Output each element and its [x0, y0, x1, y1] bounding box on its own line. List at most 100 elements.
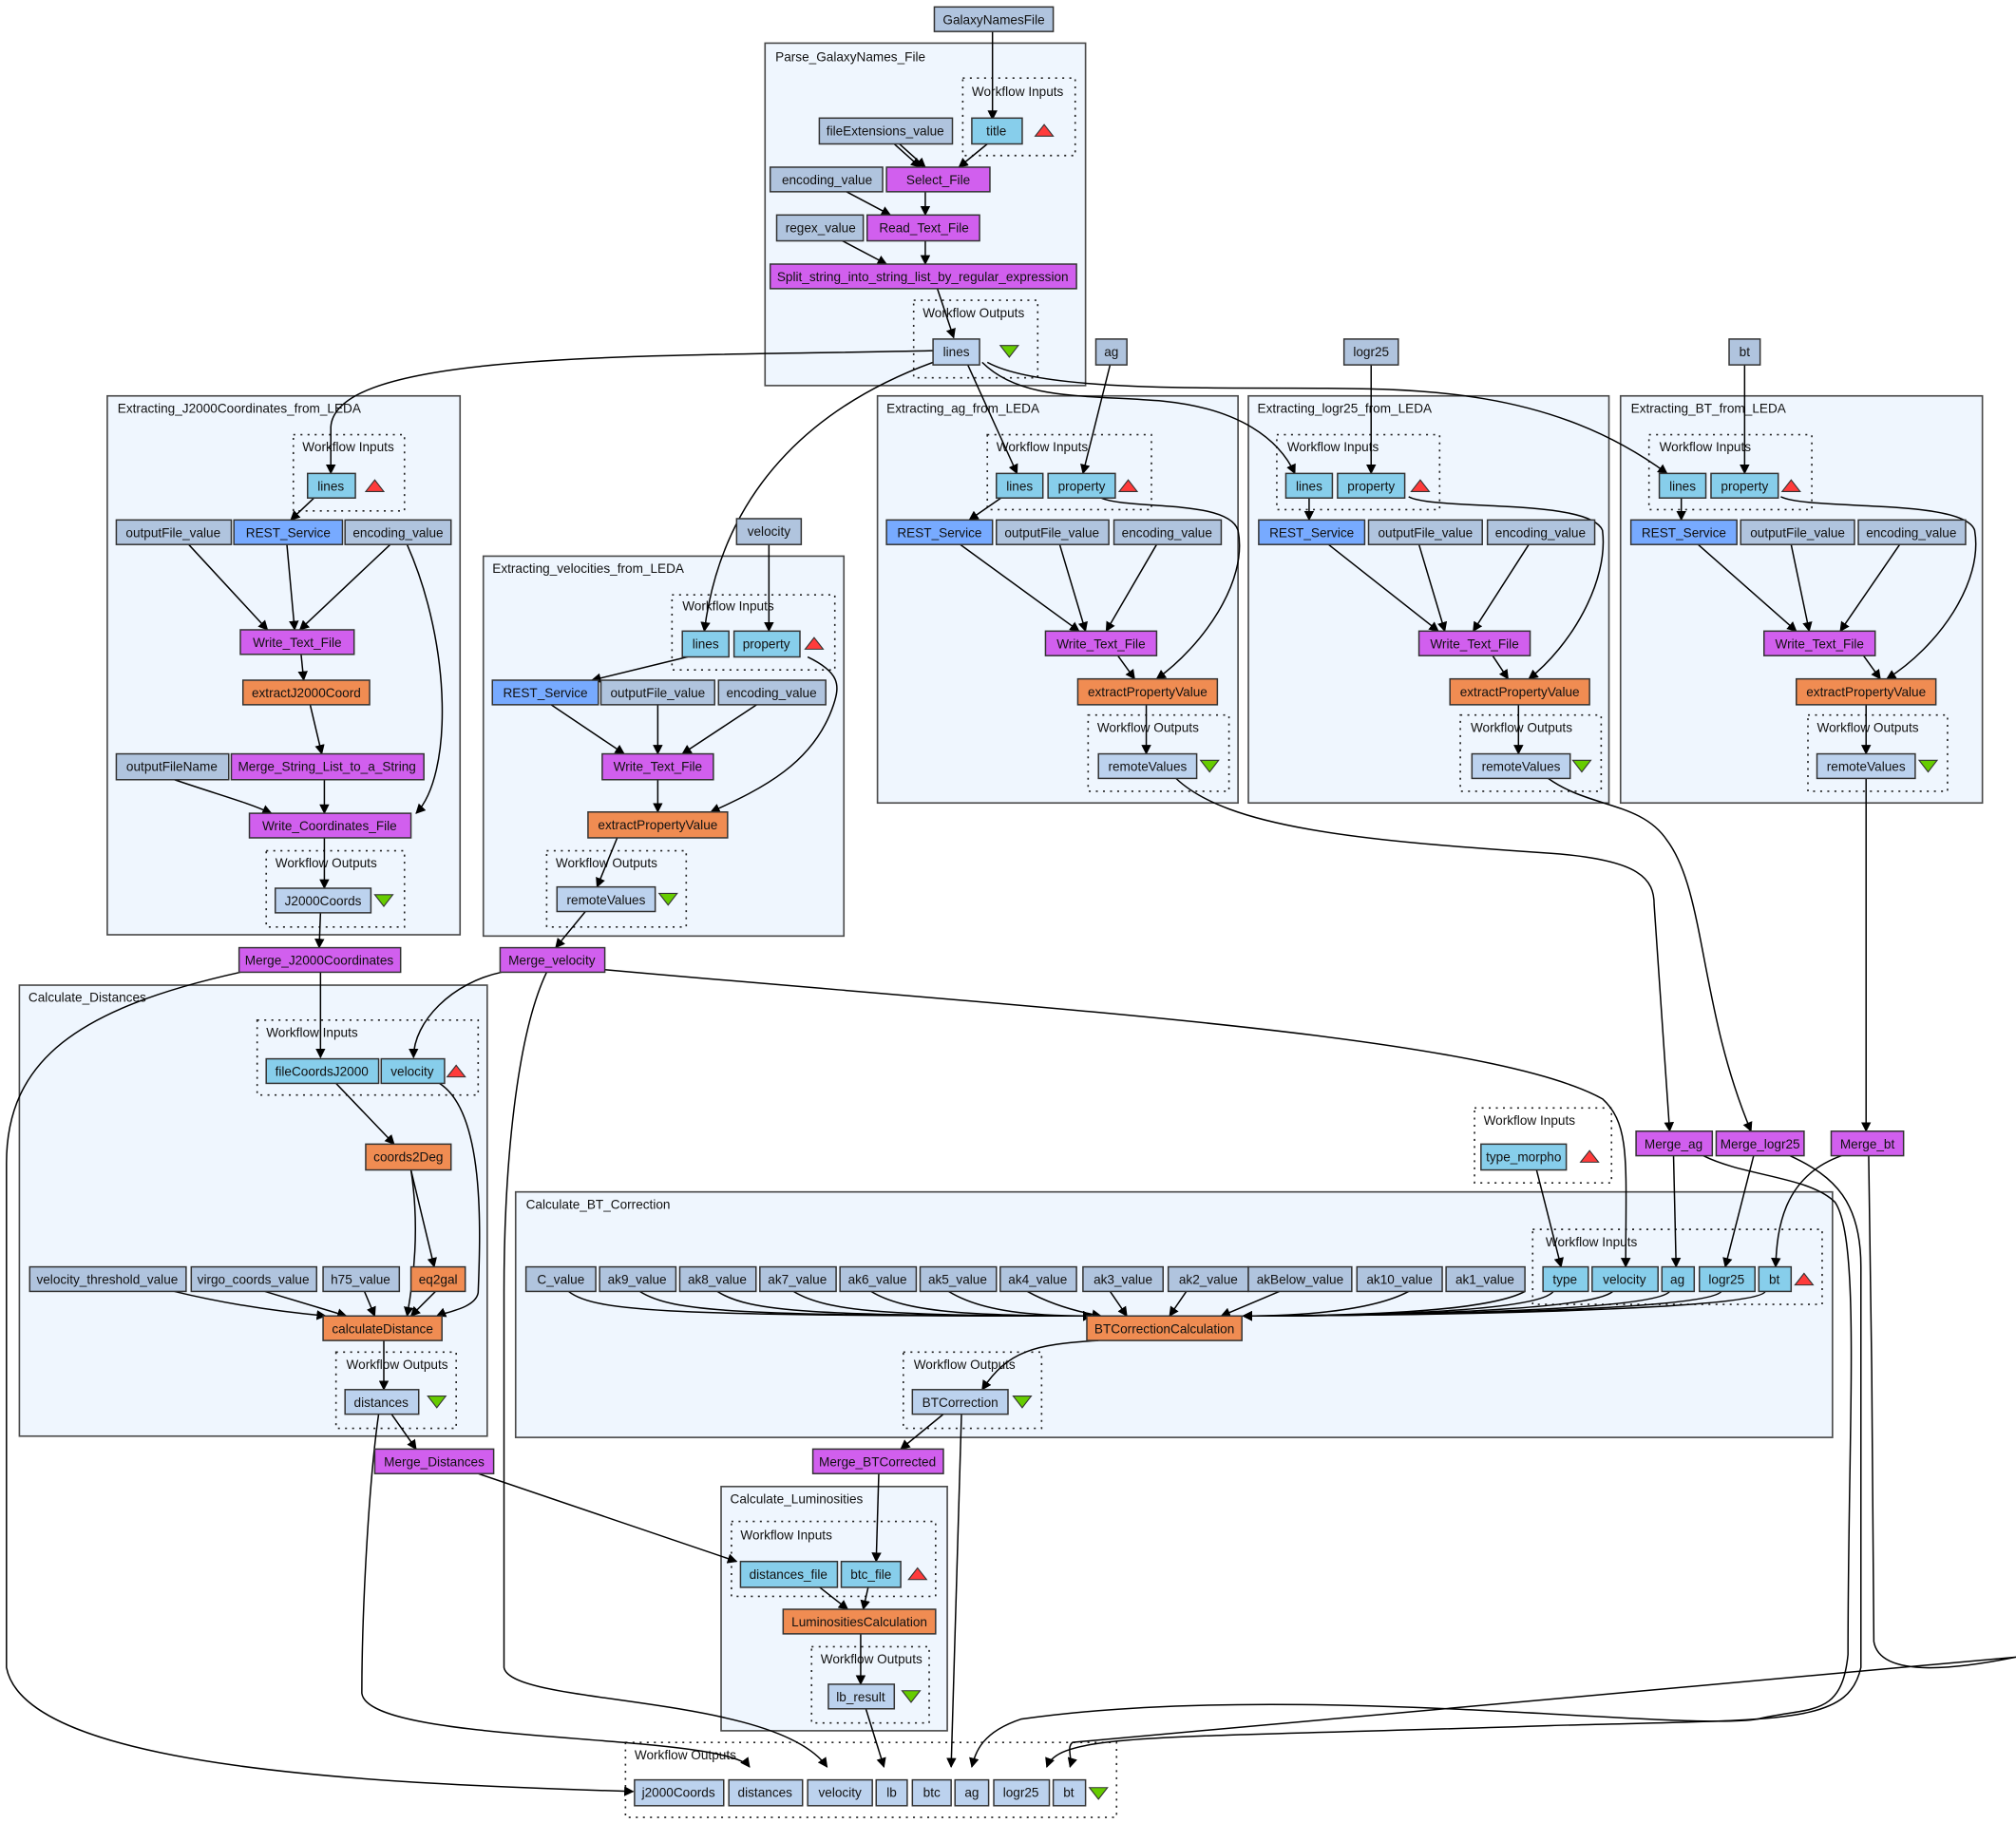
port-distances-file[interactable]: distances_file: [739, 1560, 839, 1588]
node-virgo-coords-value[interactable]: virgo_coords_value: [190, 1265, 318, 1293]
node-extract-j2000-coord[interactable]: extractJ2000Coord: [241, 679, 371, 706]
port-logr25[interactable]: logr25: [1698, 1265, 1756, 1293]
node-encoding-value[interactable]: encoding_value: [1857, 519, 1967, 545]
node-eq2gal[interactable]: eq2gal: [409, 1265, 466, 1293]
output-btc[interactable]: btc: [911, 1778, 952, 1807]
node-bt-correction-calculation[interactable]: BTCorrectionCalculation: [1086, 1315, 1243, 1341]
node-write-coordinates-file[interactable]: Write_Coordinates_File: [248, 812, 412, 839]
port-title[interactable]: title: [971, 117, 1023, 145]
node-calculate-distance[interactable]: calculateDistance: [322, 1315, 443, 1341]
port-remote-values-output[interactable]: remoteValues: [1097, 752, 1198, 780]
node-velocity-threshold-value[interactable]: velocity_threshold_value: [29, 1265, 187, 1293]
node-coords2deg[interactable]: coords2Deg: [365, 1143, 452, 1171]
port-lines-output[interactable]: lines: [932, 338, 980, 366]
node-encoding-value[interactable]: encoding_value: [1486, 519, 1596, 545]
node-write-text-file[interactable]: Write_Text_File: [1417, 630, 1531, 656]
node-ak7-value[interactable]: ak7_value: [759, 1265, 837, 1293]
node-rest-service[interactable]: REST_Service: [885, 519, 994, 545]
node-rest-service[interactable]: REST_Service: [491, 679, 599, 706]
input-galaxy-names-file[interactable]: GalaxyNamesFile: [933, 6, 1055, 32]
node-encoding-value[interactable]: encoding_value: [769, 166, 884, 193]
port-type[interactable]: type: [1542, 1265, 1589, 1293]
port-distances-output[interactable]: distances: [344, 1389, 420, 1415]
port-remote-values-output[interactable]: remoteValues: [556, 885, 656, 913]
input-velocity[interactable]: velocity: [735, 518, 803, 545]
node-merge-j2000-coordinates[interactable]: Merge_J2000Coordinates: [238, 946, 402, 974]
port-property[interactable]: property: [1047, 472, 1116, 499]
node-akbelow-value[interactable]: akBelow_value: [1247, 1265, 1353, 1293]
port-lines[interactable]: lines: [996, 472, 1044, 499]
port-lines[interactable]: lines: [681, 630, 730, 658]
node-regex-value[interactable]: regex_value: [775, 214, 865, 242]
node-output-file-value[interactable]: outputFile_value: [1367, 519, 1483, 545]
node-write-text-file[interactable]: Write_Text_File: [239, 629, 355, 655]
node-merge-bt[interactable]: Merge_bt: [1830, 1130, 1905, 1157]
node-merge-string-list[interactable]: Merge_String_List_to_a_String: [230, 752, 425, 781]
node-extract-property-value[interactable]: extractPropertyValue: [1449, 677, 1590, 706]
port-ag[interactable]: ag: [1661, 1265, 1696, 1293]
port-lines[interactable]: lines: [306, 472, 356, 499]
port-property[interactable]: property: [1337, 472, 1406, 499]
node-write-text-file[interactable]: Write_Text_File: [601, 752, 714, 781]
node-output-file-value[interactable]: outputFile_value: [599, 679, 715, 706]
node-ak4-value[interactable]: ak4_value: [999, 1265, 1077, 1293]
node-rest-service[interactable]: REST_Service: [1629, 519, 1738, 545]
node-encoding-value[interactable]: encoding_value: [1113, 519, 1223, 545]
port-bt[interactable]: bt: [1758, 1265, 1793, 1293]
node-read-text-file[interactable]: Read_Text_File: [865, 214, 980, 242]
port-velocity[interactable]: velocity: [1591, 1265, 1659, 1293]
input-ag[interactable]: ag: [1094, 338, 1128, 366]
node-rest-service[interactable]: REST_Service: [233, 519, 344, 545]
port-j2000coords-output[interactable]: J2000Coords: [274, 887, 372, 914]
node-file-extensions-value[interactable]: fileExtensions_value: [818, 117, 954, 145]
port-btc-file[interactable]: btc_file: [840, 1560, 902, 1588]
node-rest-service[interactable]: REST_Service: [1258, 519, 1366, 545]
output-velocity[interactable]: velocity: [807, 1778, 873, 1807]
node-encoding-value[interactable]: encoding_value: [344, 519, 452, 545]
node-merge-ag[interactable]: Merge_ag: [1635, 1130, 1714, 1157]
port-bt-correction-output[interactable]: BTCorrection: [911, 1389, 1009, 1415]
input-bt[interactable]: bt: [1728, 338, 1761, 366]
node-write-text-file[interactable]: Write_Text_File: [1763, 630, 1876, 656]
output-lb[interactable]: lb: [875, 1778, 908, 1807]
node-split-string[interactable]: Split_string_into_string_list_by_regular…: [769, 263, 1077, 290]
node-merge-velocity[interactable]: Merge_velocity: [499, 946, 606, 974]
node-extract-property-value[interactable]: extractPropertyValue: [1076, 677, 1219, 706]
port-lb-result-output[interactable]: lb_result: [827, 1683, 896, 1710]
output-distances[interactable]: distances: [728, 1778, 804, 1807]
node-merge-logr25[interactable]: Merge_logr25: [1715, 1130, 1805, 1157]
node-output-file-value[interactable]: outputFile_value: [115, 519, 233, 545]
port-lines[interactable]: lines: [1284, 472, 1334, 499]
port-remote-values-output[interactable]: remoteValues: [1816, 752, 1916, 780]
node-output-file-value[interactable]: outputFile_value: [996, 519, 1110, 545]
node-luminosities-calculation[interactable]: LuminositiesCalculation: [782, 1608, 937, 1635]
port-lines[interactable]: lines: [1658, 472, 1707, 499]
node-ak3-value[interactable]: ak3_value: [1082, 1265, 1164, 1293]
output-ag[interactable]: ag: [954, 1778, 990, 1807]
port-property[interactable]: property: [732, 630, 801, 658]
node-ak10-value[interactable]: ak10_value: [1356, 1265, 1443, 1293]
node-ak6-value[interactable]: ak6_value: [839, 1265, 918, 1293]
node-output-file-value[interactable]: outputFile_value: [1740, 519, 1855, 545]
input-logr25[interactable]: logr25: [1342, 338, 1399, 366]
node-c-value[interactable]: C_value: [524, 1265, 597, 1293]
node-output-file-name[interactable]: outputFileName: [115, 752, 230, 781]
output-bt[interactable]: bt: [1052, 1778, 1087, 1807]
port-property[interactable]: property: [1710, 472, 1779, 499]
output-j2000coords[interactable]: j2000Coords: [634, 1778, 725, 1807]
node-ak5-value[interactable]: ak5_value: [919, 1265, 998, 1293]
node-extract-property-value[interactable]: extractPropertyValue: [587, 811, 729, 839]
port-type-morpho[interactable]: type_morpho: [1480, 1143, 1568, 1171]
node-ak2-value[interactable]: ak2_value: [1167, 1265, 1249, 1293]
port-velocity[interactable]: velocity: [380, 1057, 446, 1085]
node-h75-value[interactable]: h75_value: [322, 1265, 401, 1293]
node-merge-bt-corrected[interactable]: Merge_BTCorrected: [811, 1448, 944, 1474]
port-file-coords-j2000[interactable]: fileCoordsJ2000: [265, 1057, 380, 1085]
node-write-text-file[interactable]: Write_Text_File: [1044, 630, 1158, 656]
node-ak1-value[interactable]: ak1_value: [1445, 1265, 1526, 1293]
node-encoding-value[interactable]: encoding_value: [717, 679, 827, 706]
node-ak9-value[interactable]: ak9_value: [599, 1265, 677, 1293]
node-extract-property-value[interactable]: extractPropertyValue: [1796, 677, 1937, 706]
node-merge-distances[interactable]: Merge_Distances: [373, 1448, 495, 1474]
output-logr25[interactable]: logr25: [993, 1778, 1051, 1807]
